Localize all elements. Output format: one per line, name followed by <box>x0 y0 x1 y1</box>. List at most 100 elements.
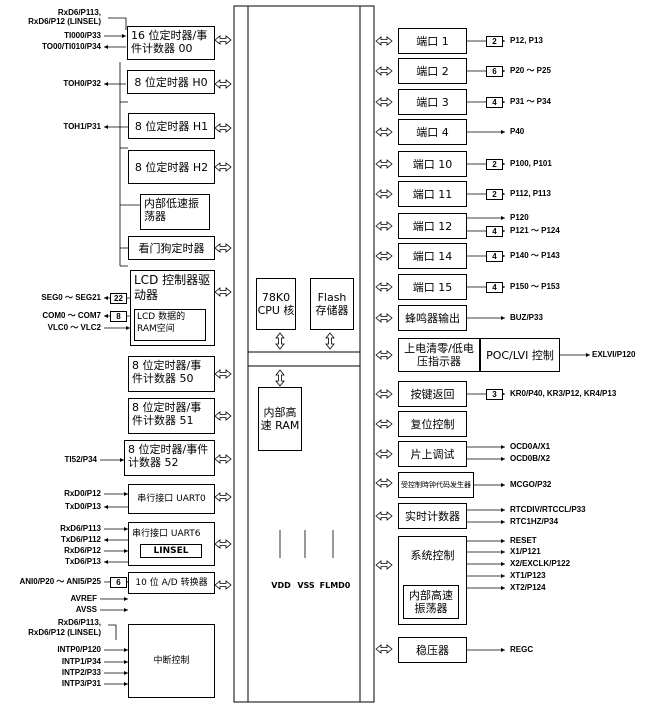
signal-label: P12, P13 <box>510 36 543 45</box>
signal-label: P150 ～ P153 <box>510 282 560 291</box>
signal-label: P120 <box>510 213 529 222</box>
bus-width-badge: 4 <box>486 282 503 293</box>
linsel-block: LINSEL <box>140 544 202 558</box>
lcd-ram-block: LCD 数据的RAM空间 <box>134 309 206 341</box>
system-control-label: 系统控制 <box>410 549 455 562</box>
signal-label: OCD0B/X2 <box>510 454 551 463</box>
signal-label: TO00/TI010/P34 <box>42 42 101 51</box>
port-14-block: 端口 14 <box>398 243 467 269</box>
port-10-block: 端口 10 <box>398 151 467 177</box>
signal-label: SEG0 ～ SEG21 <box>41 293 101 302</box>
signal-label: TI000/P33 <box>64 31 101 40</box>
signal-label: TOH1/P31 <box>63 122 101 131</box>
on-chip-debug-block: 片上调试 <box>398 441 467 467</box>
vdd-pin: VDD <box>271 581 291 590</box>
port-12-block: 端口 12 <box>398 213 467 239</box>
flash-memory-block: Flash 存储器 <box>310 278 354 330</box>
signal-label: RxD6/P113, <box>57 618 101 627</box>
signal-label: X1/P121 <box>510 547 541 556</box>
interrupt-control-block: 中断控制 <box>128 624 215 698</box>
signal-label: BUZ/P33 <box>510 313 543 322</box>
signal-label: TxD6/P13 <box>64 557 101 566</box>
signal-label: P121 ～ P124 <box>510 226 560 235</box>
signal-label: KR0/P40, KR3/P12, KR4/P13 <box>510 389 617 398</box>
port-3-block: 端口 3 <box>398 89 467 115</box>
signal-label: TxD0/P13 <box>64 502 101 511</box>
signal-label: P112, P113 <box>510 189 551 198</box>
signal-label: P31 ～ P34 <box>510 97 551 106</box>
signal-label: ANI0/P20 ～ ANI5/P25 <box>19 577 101 586</box>
port-15-block: 端口 15 <box>398 274 467 300</box>
high-speed-oscillator-block: 内部高速振荡器 <box>403 585 459 619</box>
lcd-controller-label: LCD 控制器驱动器 <box>134 273 211 302</box>
signal-label: RxD6/P12 (LINSEL) <box>28 628 101 637</box>
port-11-block: 端口 11 <box>398 181 467 207</box>
signal-label: RxD6/P113 <box>60 524 101 533</box>
port-2-block: 端口 2 <box>398 58 467 84</box>
signal-label: TI52/P34 <box>64 455 97 464</box>
signal-label: OCD0A/X1 <box>510 442 551 451</box>
signal-label: INTP3/P31 <box>61 679 101 688</box>
signal-label: INTP2/P33 <box>61 668 101 677</box>
bus-width-badge: 6 <box>486 66 503 77</box>
bus-width-badge: 8 <box>110 311 127 322</box>
signal-label: RxD6/P113, <box>57 8 101 17</box>
bus-width-badge: 6 <box>110 577 127 588</box>
signal-label: XT1/P123 <box>510 571 546 580</box>
bus-width-badge: 3 <box>486 389 503 400</box>
signal-label: RESET <box>510 536 537 545</box>
regulator-block: 稳压器 <box>398 637 467 663</box>
signal-label: TOH0/P32 <box>63 79 101 88</box>
flmd0-pin: FLMD0 <box>319 581 351 590</box>
bus-width-badge: 2 <box>486 36 503 47</box>
watchdog-timer-block: 看门狗定时器 <box>128 236 215 260</box>
timer-50-block: 8 位定时器/事件计数器 50 <box>128 356 215 392</box>
timer-51-block: 8 位定时器/事件计数器 51 <box>128 398 215 434</box>
cpu-core-block: 78K0 CPU 核 <box>256 278 296 330</box>
bus-width-badge: 2 <box>486 189 503 200</box>
timer-h1-block: 8 位定时器 H1 <box>128 113 215 139</box>
signal-label: P100, P101 <box>510 159 552 168</box>
port-1-block: 端口 1 <box>398 28 467 54</box>
poc-lvi-control-block: POC/LVI 控制 <box>480 338 560 372</box>
signal-label: XT2/P124 <box>510 583 546 592</box>
signal-label: P20 ～ P25 <box>510 66 551 75</box>
clock-output-block: 受控制時钟代码发生器 <box>398 472 474 498</box>
signal-label: INTP0/P120 <box>57 645 101 654</box>
signal-label: RxD6/P12 <box>64 546 101 555</box>
reset-control-block: 复位控制 <box>398 411 467 437</box>
signal-label: P140 ～ P143 <box>510 251 560 260</box>
low-speed-oscillator-block: 内部低速振荡器 <box>140 194 210 230</box>
signal-label: AVREF <box>70 594 97 603</box>
bus-width-badge: 4 <box>486 226 503 237</box>
real-time-counter-block: 实时计数器 <box>398 503 467 529</box>
signal-label: RTCDIV/RTCCL/P33 <box>510 505 586 514</box>
port-4-block: 端口 4 <box>398 119 467 145</box>
signal-label: RxD0/P12 <box>64 489 101 498</box>
signal-label: VLC0 ～ VLC2 <box>47 323 101 332</box>
power-on-clear-block: 上电清零/低电压指示器 <box>398 338 480 372</box>
bus-width-badge: 4 <box>486 251 503 262</box>
uart6-label: 串行接口 UART6 <box>132 529 201 539</box>
vss-pin: VSS <box>297 581 315 590</box>
signal-label: COM0 ～ COM7 <box>42 311 101 320</box>
signal-label: REGC <box>510 645 534 654</box>
uart0-block: 串行接口 UART0 <box>128 484 215 514</box>
bus-width-badge: 22 <box>110 293 127 304</box>
bus-width-badge: 4 <box>486 97 503 108</box>
signal-label: TxD6/P112 <box>60 535 101 544</box>
adc-block: 10 位 A/D 转换器 <box>128 572 215 594</box>
signal-label: AVSS <box>75 605 97 614</box>
signal-label: RxD6/P12 (LINSEL) <box>28 17 101 26</box>
timer-h2-block: 8 位定时器 H2 <box>128 150 215 184</box>
signal-label: RTC1HZ/P34 <box>510 517 559 526</box>
signal-label: EXLVI/P120 <box>592 350 636 359</box>
timer-52-block: 8 位定时器/事件计数器 52 <box>124 440 215 476</box>
timer-h0-block: 8 位定时器 H0 <box>127 70 215 94</box>
internal-ram-block: 内部高速 RAM <box>258 387 302 451</box>
bus-width-badge: 2 <box>486 159 503 170</box>
signal-label: MCGO/P32 <box>510 480 552 489</box>
signal-label: INTP1/P34 <box>61 657 101 666</box>
signal-label: P40 <box>510 127 525 136</box>
